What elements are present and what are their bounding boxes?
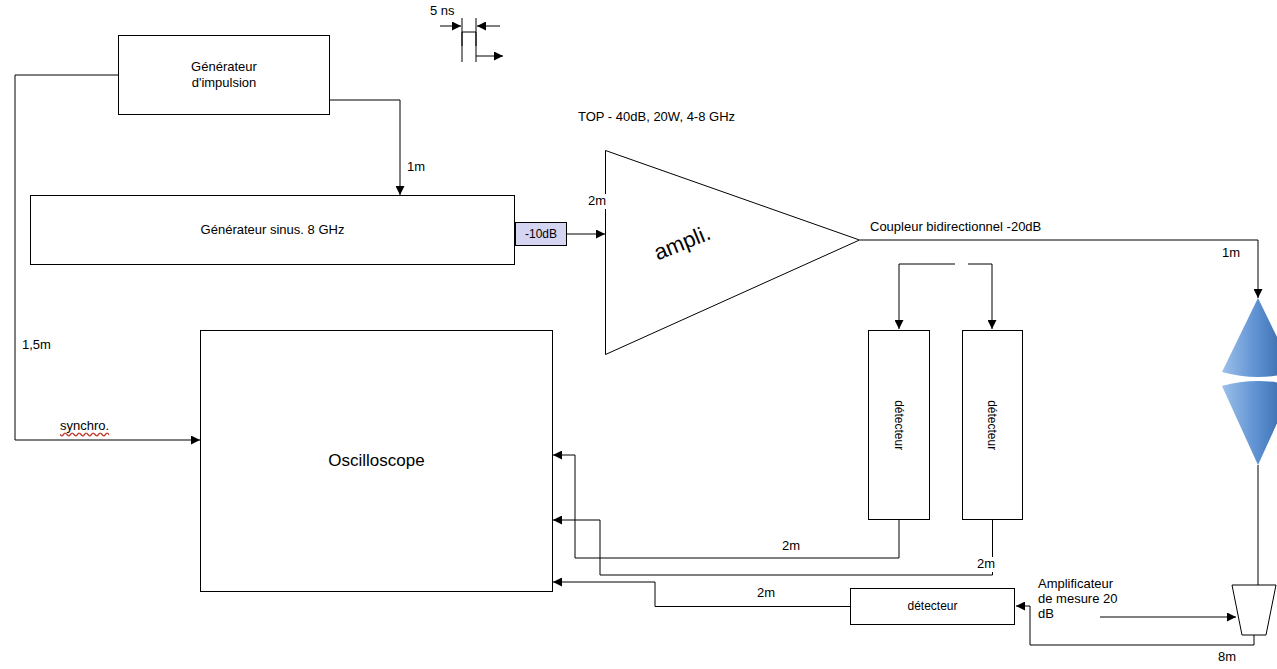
cable-length: 1m — [1222, 246, 1240, 261]
antenna-cone — [1222, 381, 1277, 465]
coupler-branch — [968, 264, 992, 329]
box-label: détecteur — [892, 400, 906, 450]
cable-length: 8m — [1218, 650, 1236, 665]
box-label: Générateur sinus. 8 GHz — [201, 222, 345, 238]
cable-connector — [330, 100, 400, 195]
measurement-amplifier — [1232, 585, 1276, 635]
cable-connector — [553, 455, 899, 558]
cable-connector — [567, 234, 605, 235]
biconical-antenna — [1222, 298, 1277, 465]
detector-box: détecteur — [868, 330, 930, 520]
amplifier-spec: TOP - 40dB, 20W, 4-8 GHz — [578, 110, 735, 125]
antenna-cone — [1222, 298, 1277, 377]
triangle-outline — [605, 150, 860, 355]
attenuator-box: -10dB — [515, 222, 567, 246]
edge-label: 2m — [780, 539, 802, 554]
amplifier-label: Amplificateur de mesure 20 dB — [1038, 577, 1130, 622]
time-arrow — [476, 56, 503, 57]
box-label: -10dB — [525, 227, 557, 241]
box-label: Oscilloscope — [328, 451, 424, 471]
cable-connector — [553, 520, 993, 575]
edge-label: 2m — [975, 557, 997, 572]
edge-label: 2m — [755, 586, 777, 601]
detector-box: détecteur — [850, 588, 1015, 625]
box-label: détecteur — [907, 599, 957, 613]
cable-length: 1,5m — [22, 338, 51, 353]
output-line — [860, 240, 1258, 298]
pulse-symbol — [440, 18, 503, 62]
pulse-edge — [462, 18, 476, 62]
edge-label: synchro. — [58, 419, 111, 434]
process-box: Générateur sinus. 8 GHz — [30, 195, 515, 265]
width-arrow — [477, 26, 500, 27]
leader-arrow — [1100, 617, 1236, 618]
coupler-label: Coupleur bidirectionnel -20dB — [870, 220, 1041, 235]
pulse-width: 5 ns — [430, 4, 455, 19]
amplifier-triangle: ampli. — [605, 150, 860, 355]
coupler-branch — [899, 264, 955, 329]
box-label: Générateur d'impulsion — [174, 59, 274, 90]
detector-box: détecteur — [962, 330, 1023, 520]
amplifier-symbol — [606, 151, 860, 355]
antenna-feed — [1258, 465, 1259, 585]
box-label: détecteur — [985, 400, 999, 450]
edge-label: 2m — [586, 194, 608, 209]
cable-connector — [553, 582, 850, 607]
edge-label: 1m — [405, 160, 427, 175]
process-box: Générateur d'impulsion — [118, 35, 330, 115]
oscilloscope-box: Oscilloscope — [200, 330, 553, 592]
width-arrow — [440, 26, 461, 27]
pulse-shape — [462, 32, 476, 46]
